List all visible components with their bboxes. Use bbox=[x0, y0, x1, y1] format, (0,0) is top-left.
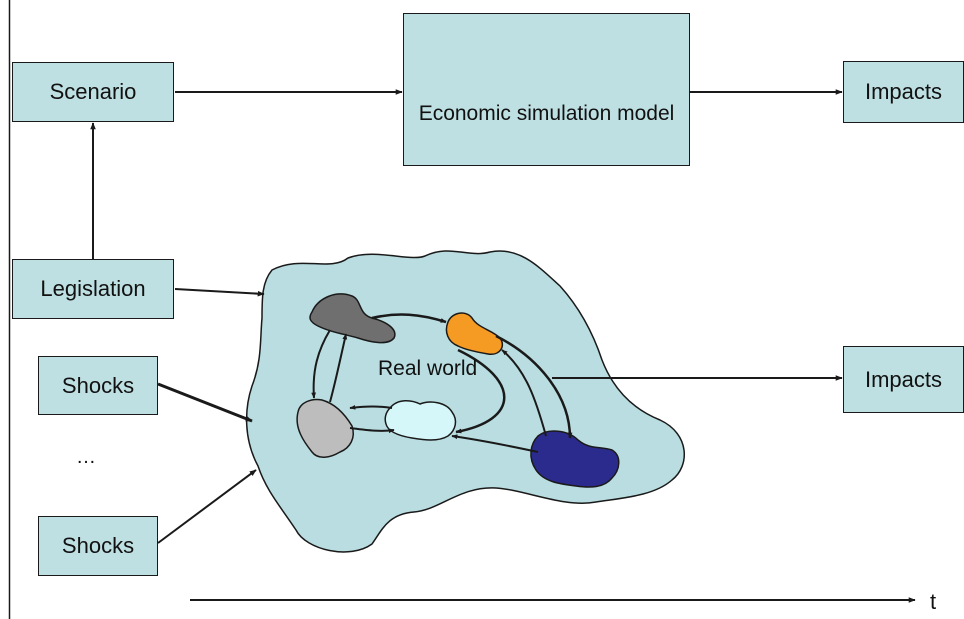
arrow-navy-to-orange bbox=[501, 349, 547, 437]
arrow-shocks2-to-world bbox=[157, 469, 257, 544]
shocks-box-1: Shocks bbox=[38, 356, 158, 415]
time-axis-label: t bbox=[930, 589, 937, 614]
ellipsis-label: … bbox=[76, 446, 96, 468]
legislation-label: Legislation bbox=[40, 276, 146, 301]
region-navy bbox=[530, 430, 620, 488]
arrow-orange-to-navy bbox=[495, 334, 573, 439]
arrow-shocks1-to-world bbox=[157, 382, 253, 423]
arrow-lightgray-to-darkgray bbox=[329, 333, 348, 403]
arrow-navy-to-cyan bbox=[451, 434, 539, 453]
arrow-darkgray-to-orange bbox=[371, 313, 447, 324]
impacts-mid-box: Impacts bbox=[843, 346, 964, 413]
shocks-label-1: Shocks bbox=[61, 372, 135, 398]
arrow-cyan-to-lightgray bbox=[349, 404, 393, 410]
arrow-legislation-to-world bbox=[174, 288, 265, 297]
real-world-label: Real world bbox=[378, 357, 478, 380]
impacts-mid-label: Impacts bbox=[864, 366, 943, 392]
legislation-box: Legislation bbox=[12, 259, 174, 319]
arrow-orange-to-lightgray bbox=[455, 348, 506, 434]
economic-model-label: Economic simulation model bbox=[418, 102, 675, 125]
shocks-box-2: Shocks bbox=[38, 516, 158, 576]
arrow-darkgray-to-lightgray bbox=[311, 329, 331, 399]
region-pale-cyan bbox=[384, 400, 457, 441]
impacts-top-box: Impacts bbox=[843, 61, 964, 123]
region-dark-gray bbox=[309, 293, 396, 344]
region-light-gray bbox=[296, 398, 354, 458]
scenario-label: Scenario bbox=[49, 79, 137, 104]
arrow-lightgray-to-cyan bbox=[349, 427, 395, 434]
shocks-label-2: Shocks bbox=[61, 533, 135, 558]
impacts-top-label: Impacts bbox=[864, 79, 943, 104]
scenario-box: Scenario bbox=[12, 62, 174, 122]
region-orange bbox=[445, 312, 504, 355]
economic-model-box bbox=[403, 13, 690, 166]
